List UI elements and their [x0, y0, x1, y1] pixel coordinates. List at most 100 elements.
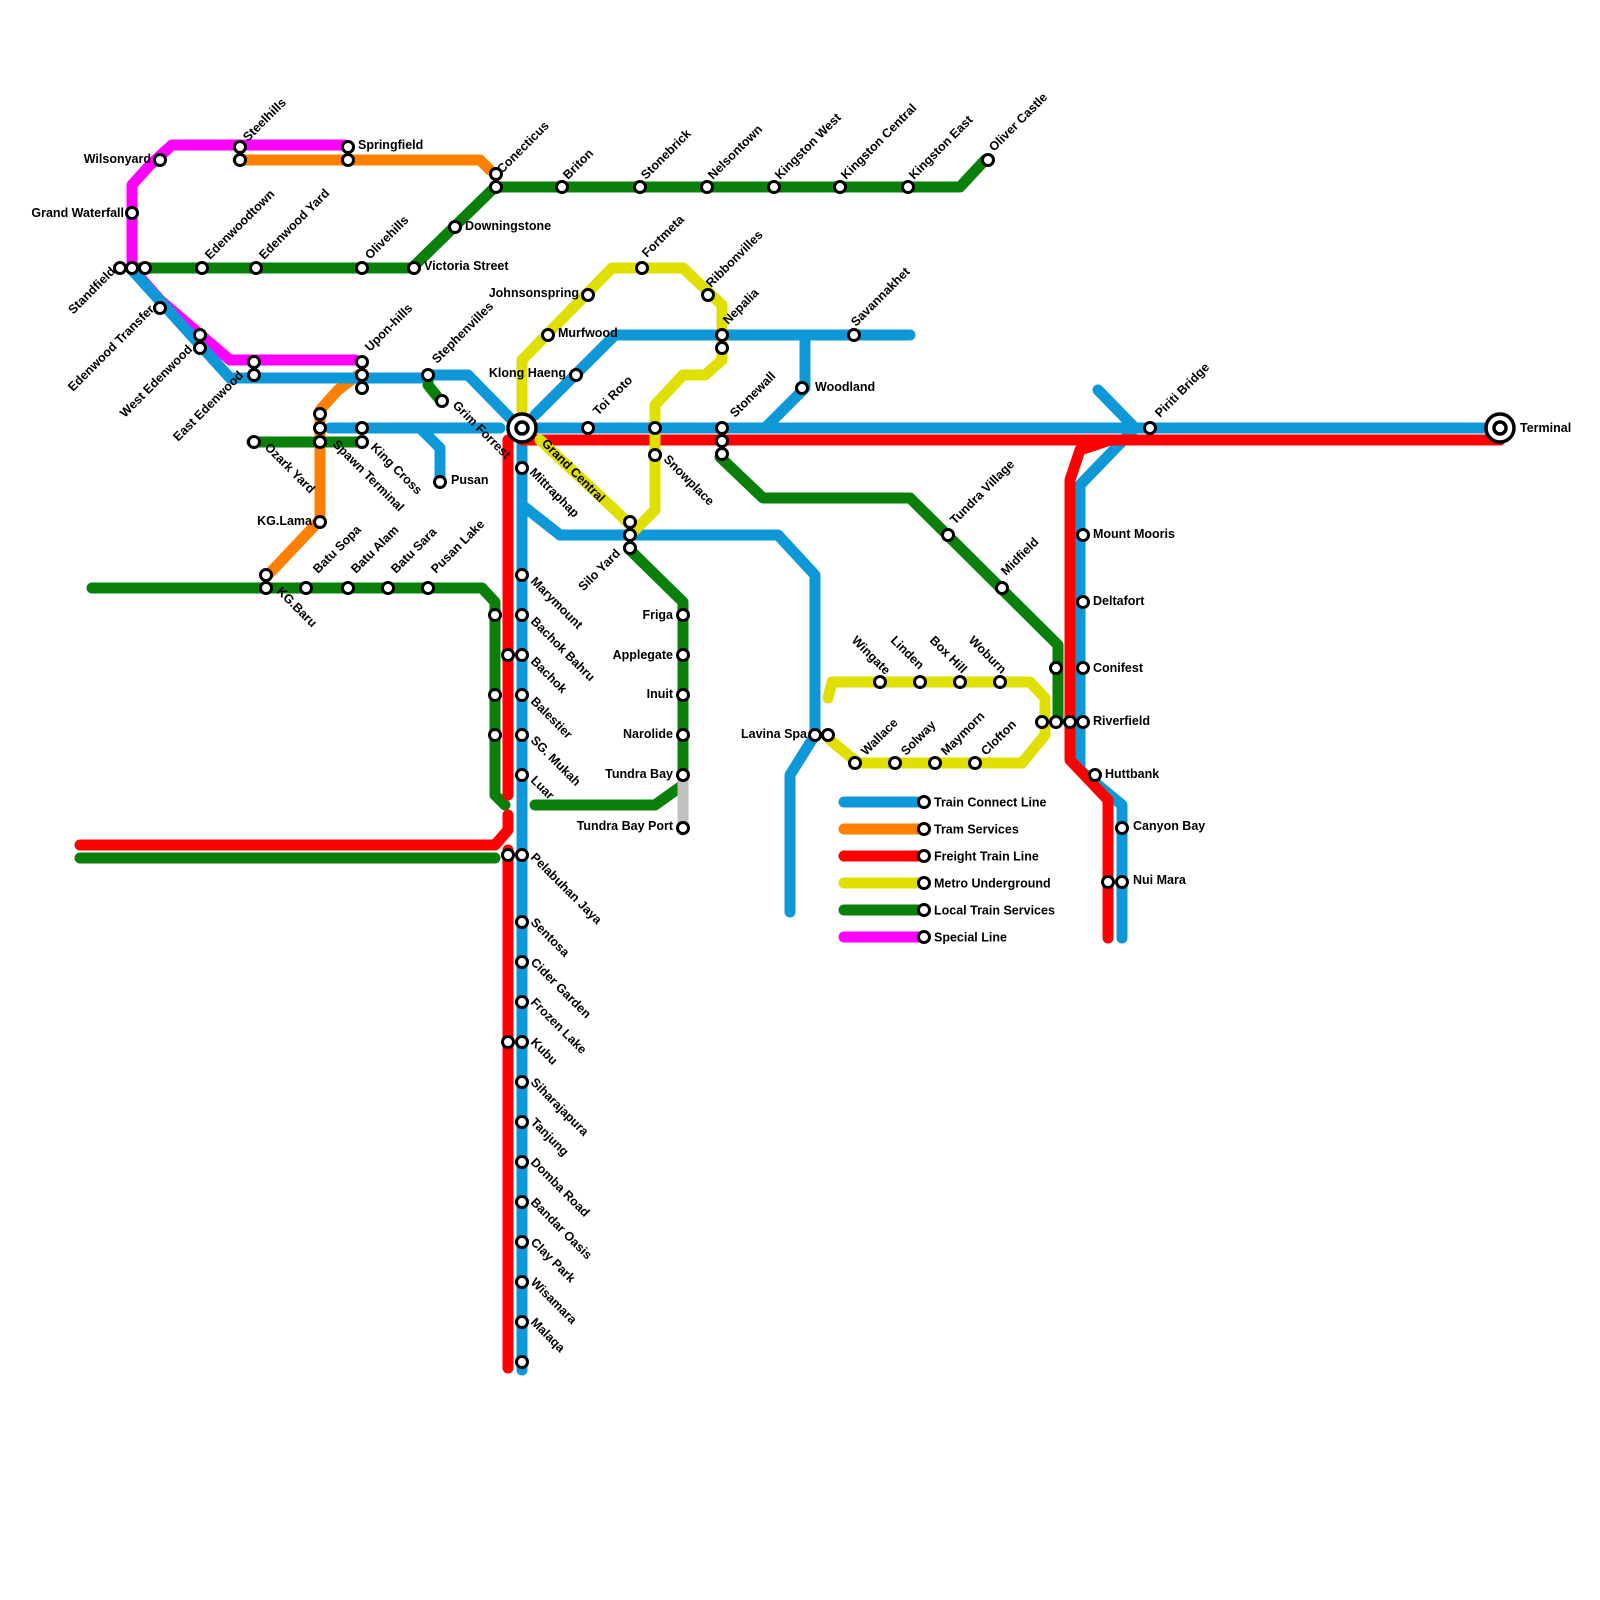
station-interchange-marker[interactable]	[623, 515, 637, 529]
station-ribbonvilles-marker[interactable]	[701, 288, 715, 302]
station-wisamara-marker[interactable]	[515, 1275, 529, 1289]
station-interchange-marker[interactable]	[715, 434, 729, 448]
station-interchange-marker[interactable]	[1063, 715, 1077, 729]
station-tundra-bay-port-marker[interactable]	[676, 821, 690, 835]
station-interchange-marker[interactable]	[488, 608, 502, 622]
station-olivehills-marker[interactable]	[355, 261, 369, 275]
station-box-hill-marker[interactable]	[953, 675, 967, 689]
station-kingston-east-marker[interactable]	[901, 180, 915, 194]
station-wallace-marker[interactable]	[848, 756, 862, 770]
station-interchange-marker[interactable]	[501, 848, 515, 862]
station-conifest-marker[interactable]	[1076, 661, 1090, 675]
station-edenwood-yard-marker[interactable]	[249, 261, 263, 275]
station-kingston-central-marker[interactable]	[833, 180, 847, 194]
station-kg-lama-marker[interactable]	[313, 515, 327, 529]
station-maymorn-marker[interactable]	[928, 756, 942, 770]
station-interchange-marker[interactable]	[648, 421, 662, 435]
station-interchange-marker[interactable]	[355, 381, 369, 395]
station-malaqa-marker[interactable]	[515, 1315, 529, 1329]
station-batu-sara-marker[interactable]	[381, 581, 395, 595]
station-snowplace-marker[interactable]	[648, 448, 662, 462]
station-tanjung-marker[interactable]	[515, 1115, 529, 1129]
station-clay-park-marker[interactable]	[515, 1235, 529, 1249]
station-siharajapura-marker[interactable]	[515, 1075, 529, 1089]
station-batu-alam-marker[interactable]	[341, 581, 355, 595]
station-interchange-marker[interactable]	[715, 341, 729, 355]
station-batu-sopa-marker[interactable]	[299, 581, 313, 595]
station-spawn-terminal-marker[interactable]	[313, 435, 327, 449]
station-pusan-lake-marker[interactable]	[421, 581, 435, 595]
station-wilsonyard-marker[interactable]	[153, 153, 167, 167]
station-grand-waterfall-marker[interactable]	[125, 206, 139, 220]
station-friga-marker[interactable]	[676, 608, 690, 622]
station-interchange-marker[interactable]	[1035, 715, 1049, 729]
station-west-edenwood-marker[interactable]	[193, 328, 207, 342]
station-interchange-marker[interactable]	[1101, 875, 1115, 889]
station-woodland-marker[interactable]	[795, 381, 809, 395]
station-bachok-bahru-marker[interactable]	[515, 608, 529, 622]
station-riverfield-marker[interactable]	[1076, 715, 1090, 729]
station-midfield-marker[interactable]	[995, 581, 1009, 595]
station-nui-mara-marker[interactable]	[1115, 875, 1129, 889]
station-interchange-marker[interactable]	[233, 153, 247, 167]
station-nepalia-marker[interactable]	[715, 328, 729, 342]
station-interchange-marker[interactable]	[247, 355, 261, 369]
station-interchange-marker[interactable]	[515, 1355, 529, 1369]
station-johnsonspring-marker[interactable]	[581, 288, 595, 302]
station-interchange-marker[interactable]	[488, 688, 502, 702]
station-murfwood-marker[interactable]	[541, 328, 555, 342]
station-interchange-marker[interactable]	[355, 421, 369, 435]
station-ozark-yard-marker[interactable]	[247, 435, 261, 449]
station-bandar-oasis-marker[interactable]	[515, 1195, 529, 1209]
station-lavina-spa-marker[interactable]	[808, 728, 822, 742]
station-silo-yard-marker[interactable]	[623, 541, 637, 555]
station-upon-hills-marker[interactable]	[355, 355, 369, 369]
station-applegate-marker[interactable]	[676, 648, 690, 662]
station-mount-mooris-marker[interactable]	[1076, 528, 1090, 542]
station-interchange-marker[interactable]	[259, 568, 273, 582]
station-klong-haeng-marker[interactable]	[569, 368, 583, 382]
station-interchange-marker[interactable]	[488, 728, 502, 742]
station-fortmeta-marker[interactable]	[635, 261, 649, 275]
station-interchange-marker[interactable]	[341, 153, 355, 167]
station-stonebrick-marker[interactable]	[633, 180, 647, 194]
station-woburn-marker[interactable]	[993, 675, 1007, 689]
station-victoria-street-marker[interactable]	[407, 261, 421, 275]
station-oliver-castle-marker[interactable]	[981, 153, 995, 167]
station-edenwoodtown-marker[interactable]	[195, 261, 209, 275]
station-narolide-marker[interactable]	[676, 728, 690, 742]
station-east-edenwood-marker[interactable]	[247, 368, 261, 382]
station-downingstone-marker[interactable]	[448, 220, 462, 234]
station-sentosa-marker[interactable]	[515, 915, 529, 929]
station-interchange-marker[interactable]	[138, 261, 152, 275]
station-king-cross-marker[interactable]	[355, 435, 369, 449]
station-pusan-marker[interactable]	[433, 475, 447, 489]
station-interchange-marker[interactable]	[489, 180, 503, 194]
station-grim-forrest-marker[interactable]	[435, 394, 449, 408]
station-interchange-marker[interactable]	[1049, 715, 1063, 729]
station-tundra-bay-marker[interactable]	[676, 768, 690, 782]
station-mittraphap-marker[interactable]	[515, 461, 529, 475]
station-wingate-marker[interactable]	[873, 675, 887, 689]
station-huttbank-marker[interactable]	[1088, 768, 1102, 782]
station-interchange-marker[interactable]	[355, 368, 369, 382]
station-clofton-marker[interactable]	[968, 756, 982, 770]
station-frozen-lake-marker[interactable]	[515, 995, 529, 1009]
station-interchange-marker[interactable]	[1049, 661, 1063, 675]
station-sg-mukah-marker[interactable]	[515, 728, 529, 742]
station-standfield-marker[interactable]	[113, 261, 127, 275]
station-cider-garden-marker[interactable]	[515, 955, 529, 969]
station-savannakhet-marker[interactable]	[847, 328, 861, 342]
station-edenwood-transfer-marker[interactable]	[153, 301, 167, 315]
station-kg-baru-marker[interactable]	[259, 581, 273, 595]
station-interchange-marker[interactable]	[501, 1035, 515, 1049]
station-toi-roto-marker[interactable]	[581, 421, 595, 435]
station-interchange-marker[interactable]	[125, 261, 139, 275]
station-linden-marker[interactable]	[913, 675, 927, 689]
station-kingston-west-marker[interactable]	[767, 180, 781, 194]
station-deltafort-marker[interactable]	[1076, 595, 1090, 609]
station-stephenvilles-marker[interactable]	[421, 368, 435, 382]
station-steelhills-marker[interactable]	[233, 140, 247, 154]
station-tundra-village-marker[interactable]	[941, 528, 955, 542]
station-interchange-marker[interactable]	[821, 728, 835, 742]
